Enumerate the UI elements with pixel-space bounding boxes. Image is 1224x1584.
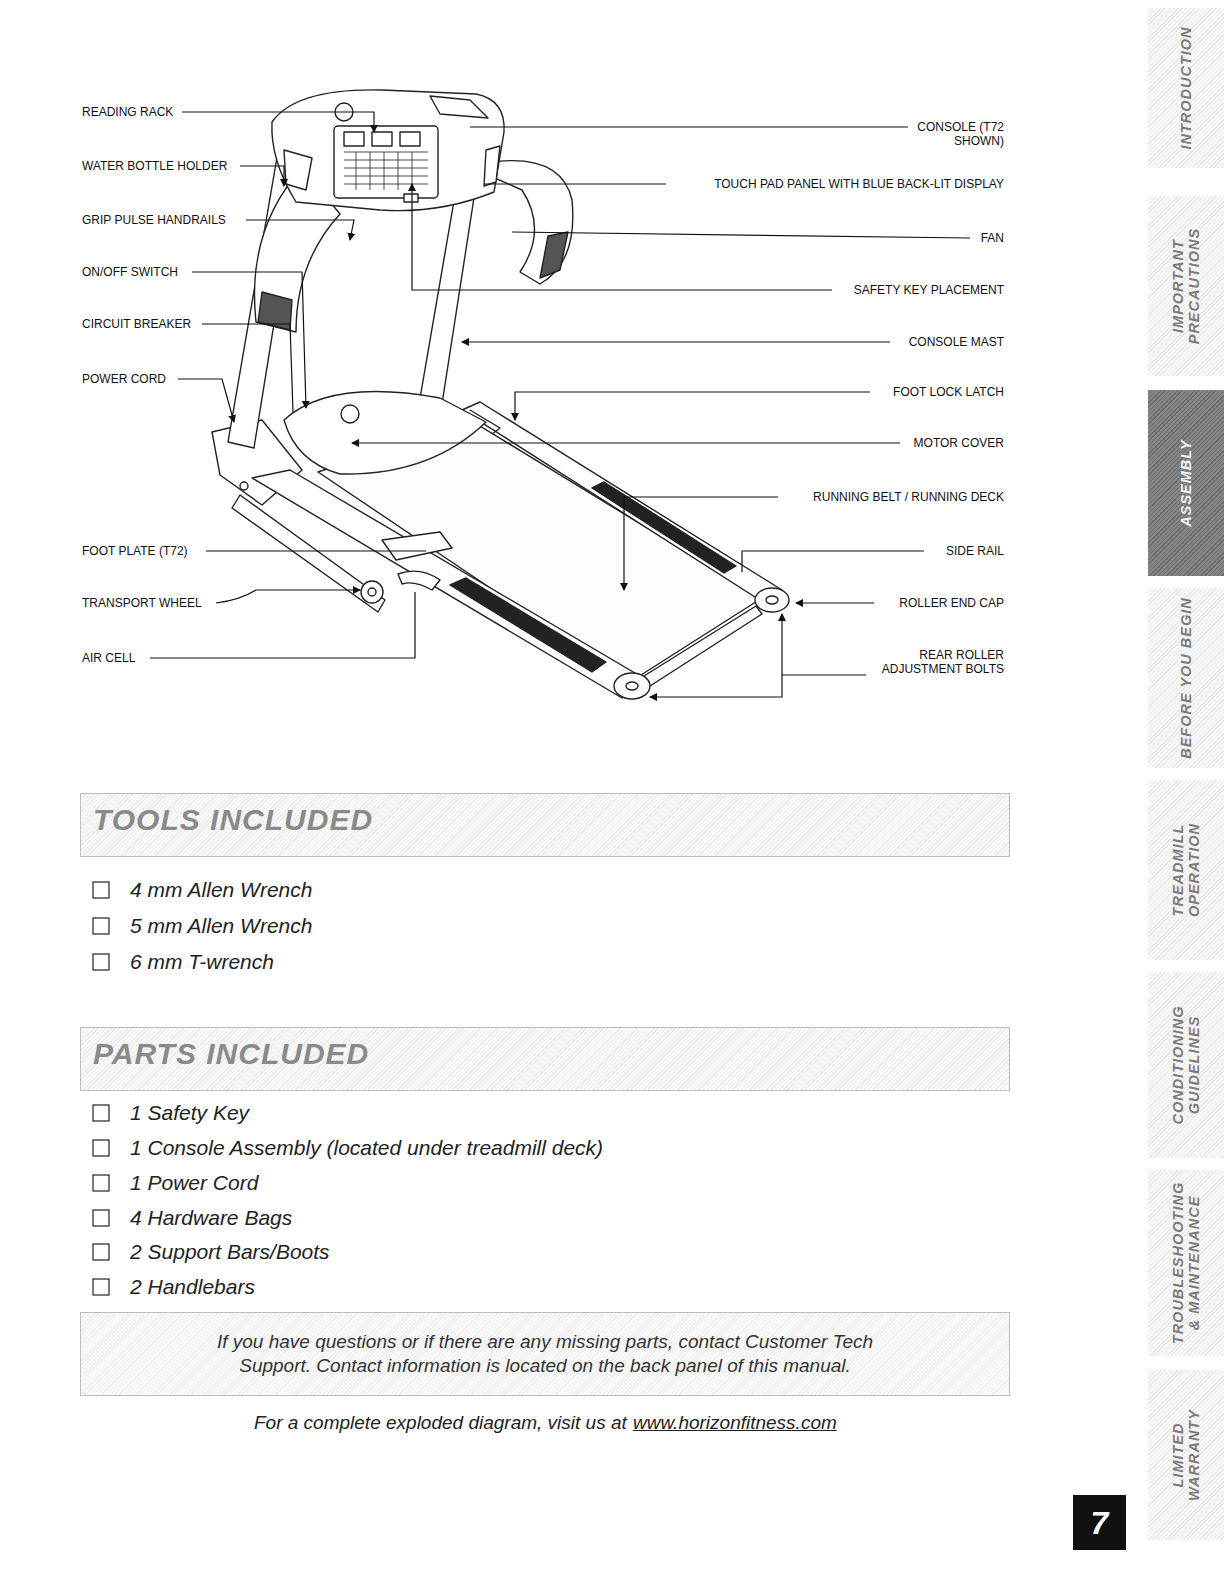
- part-label: POWER CORD: [80, 372, 168, 386]
- tab-text: IMPORTANT PRECAUTIONS: [1170, 204, 1202, 368]
- part-label: CIRCUIT BREAKER: [80, 317, 193, 331]
- part-label: ROLLER END CAP: [897, 596, 1006, 610]
- tab-text: BEFORE YOU BEGIN: [1178, 596, 1194, 760]
- checklist-item: 5 mm Allen Wrench: [130, 914, 312, 938]
- note-text: If you have questions or if there are an…: [195, 1330, 895, 1378]
- chapter-tab: LIMITED WARRANTY: [1148, 1370, 1224, 1540]
- part-label: MOTOR COVER: [912, 436, 1006, 450]
- section-heading: TOOLS INCLUDED: [81, 794, 1009, 846]
- section-heading: PARTS INCLUDED: [81, 1028, 1009, 1080]
- note-box: If you have questions or if there are an…: [80, 1312, 1010, 1396]
- tab-text: TREADMILL OPERATION: [1170, 788, 1202, 952]
- checklist-item: 2 Support Bars/Boots: [130, 1240, 330, 1264]
- part-label: TRANSPORT WHEEL: [80, 596, 204, 610]
- part-label: CONSOLE MAST: [907, 335, 1006, 349]
- section-header-band: PARTS INCLUDED: [80, 1027, 1010, 1091]
- checklist-item: 4 Hardware Bags: [130, 1206, 292, 1230]
- section-header-band: TOOLS INCLUDED: [80, 793, 1010, 857]
- part-label: WATER BOTTLE HOLDER: [80, 159, 229, 173]
- tab-text: ASSEMBLY: [1178, 398, 1194, 568]
- part-label: ON/OFF SWITCH: [80, 265, 180, 279]
- checklist-item: 1 Power Cord: [130, 1171, 258, 1195]
- part-label: READING RACK: [80, 105, 175, 119]
- chapter-tab-active: ASSEMBLY: [1148, 390, 1224, 576]
- part-label: AIR CELL: [80, 651, 137, 665]
- part-label: GRIP PULSE HANDRAILS: [80, 213, 228, 227]
- tab-text: CONDITIONING GUIDELINES: [1170, 980, 1202, 1150]
- checklist-item: 6 mm T-wrench: [130, 950, 274, 974]
- checklist-item: 4 mm Allen Wrench: [130, 878, 312, 902]
- footer-note: For a complete exploded diagram, visit u…: [254, 1411, 627, 1435]
- chapter-tab: IMPORTANT PRECAUTIONS: [1148, 196, 1224, 376]
- part-label: FOOT PLATE (T72): [80, 544, 190, 558]
- part-label: FOOT LOCK LATCH: [891, 385, 1006, 399]
- chapter-tab: TROUBLESHOOTING & MAINTENANCE: [1148, 1170, 1224, 1356]
- part-label: CONSOLE (T72 SHOWN): [914, 120, 1006, 148]
- part-label: SIDE RAIL: [944, 544, 1006, 558]
- chapter-tab: CONDITIONING GUIDELINES: [1148, 972, 1224, 1158]
- part-label: FAN: [979, 231, 1006, 245]
- tab-text: TROUBLESHOOTING & MAINTENANCE: [1170, 1178, 1202, 1348]
- page-number-box: 7: [1073, 1495, 1126, 1550]
- part-label: REAR ROLLER ADJUSTMENT BOLTS: [872, 648, 1006, 676]
- part-label: SAFETY KEY PLACEMENT: [852, 283, 1006, 297]
- footer-link: www.horizonfitness.com: [633, 1411, 837, 1435]
- tab-text: INTRODUCTION: [1178, 16, 1194, 160]
- tab-text: LIMITED WARRANTY: [1170, 1378, 1202, 1532]
- part-label: TOUCH PAD PANEL WITH BLUE BACK-LIT DISPL…: [712, 177, 1006, 191]
- checklist-item: 1 Safety Key: [130, 1101, 249, 1125]
- checklist-item: 2 Handlebars: [130, 1275, 255, 1299]
- page-number: 7: [1091, 1505, 1109, 1541]
- chapter-tab: BEFORE YOU BEGIN: [1148, 588, 1224, 768]
- chapter-tab: TREADMILL OPERATION: [1148, 780, 1224, 960]
- checklist-item: 1 Console Assembly (located under treadm…: [130, 1136, 603, 1160]
- chapter-tab: INTRODUCTION: [1148, 8, 1224, 168]
- part-label: RUNNING BELT / RUNNING DECK: [811, 490, 1006, 504]
